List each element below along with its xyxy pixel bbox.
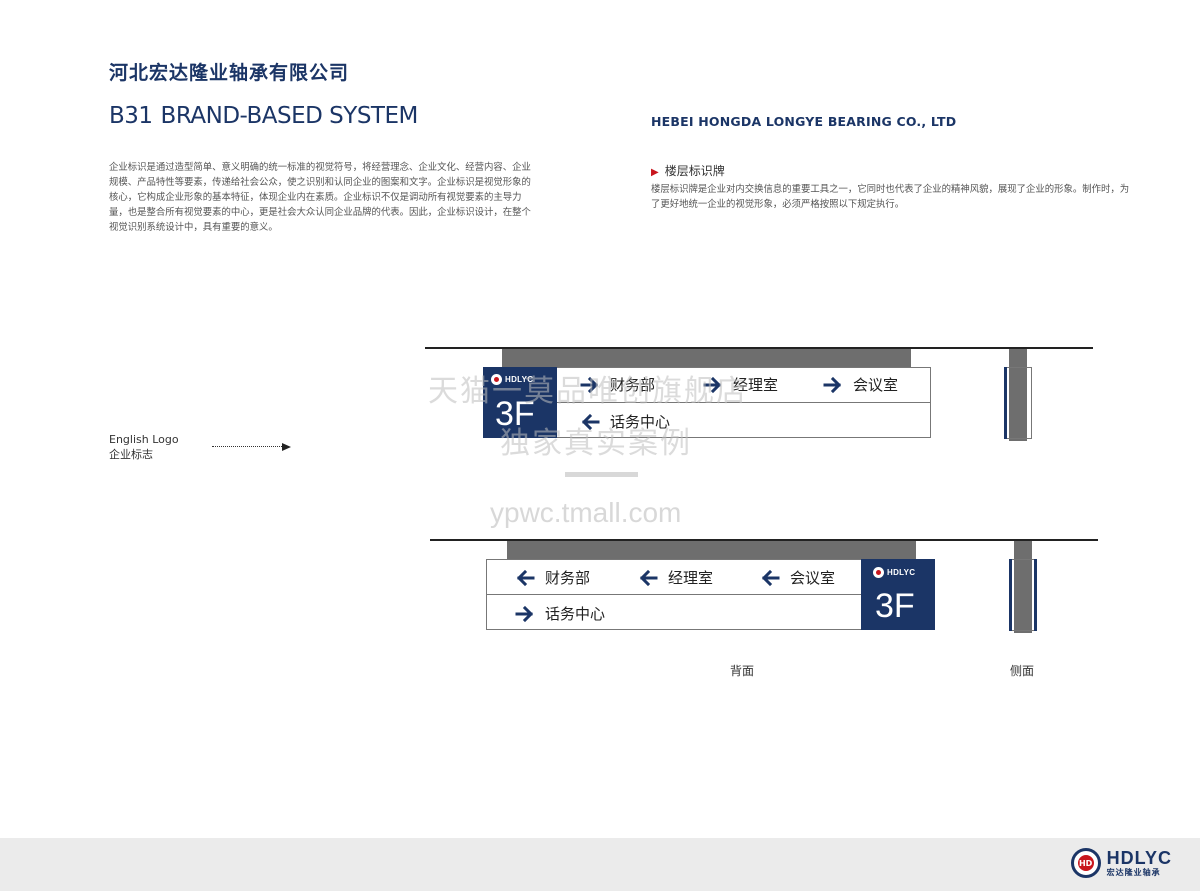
watermark-bar — [565, 472, 638, 477]
logo-mark-icon — [491, 374, 502, 385]
footer-logo-text: HDLYC 宏达隆业轴承 — [1107, 849, 1172, 878]
direction-label: 财务部 — [610, 376, 656, 394]
arrow-left-icon — [581, 413, 600, 430]
ceiling-line-front — [425, 347, 1093, 349]
company-name-cn: 河北宏达隆业轴承有限公司 — [109, 62, 350, 84]
ceiling-mount-front — [502, 349, 911, 367]
direction-label: 经理室 — [668, 569, 714, 587]
direction-item: 经理室 — [638, 567, 713, 588]
ceiling-mount-back — [507, 541, 916, 559]
footer-logo-cn: 宏达隆业轴承 — [1106, 867, 1161, 877]
mini-logo-text: HDLYC — [505, 375, 534, 384]
section-title-text: 楼层标识牌 — [664, 164, 725, 178]
watermark-line1: 天猫一莫品唯创旗舰店 — [428, 374, 748, 409]
arrow-left-icon — [761, 569, 780, 586]
arrow-right-icon — [823, 376, 842, 393]
direction-item: 经理室 — [703, 374, 778, 395]
side-mount-back — [1014, 541, 1032, 633]
floor-box-front: HDLYC 3F — [483, 367, 557, 438]
logo-label-en: English Logo — [109, 433, 179, 446]
section-description: 楼层标识牌是企业对内交换信息的重要工具之一，它同时也代表了企业的精神风貌，展现了… — [651, 184, 1130, 210]
logo-label: English Logo 企业标志 — [109, 432, 179, 462]
direction-label: 会议室 — [790, 569, 836, 587]
mini-logo-text: HDLYC — [887, 568, 916, 577]
footer-bar — [0, 838, 1200, 891]
system-name: BRAND-BASED SYSTEM — [160, 103, 419, 129]
arrow-left-icon — [516, 569, 535, 586]
system-code: B31 — [109, 103, 153, 129]
arrow-right-icon — [703, 376, 722, 393]
direction-label: 话务中心 — [610, 413, 671, 431]
triangle-bullet-icon: ▶ — [651, 167, 659, 178]
floor-number: 3F — [875, 587, 915, 625]
side-panel-outline — [1009, 559, 1037, 631]
direction-label: 话务中心 — [545, 605, 606, 623]
direction-item: 会议室 — [823, 374, 898, 395]
arrow-right-icon — [515, 605, 534, 622]
floor-box-back: HDLYC 3F — [861, 559, 935, 630]
watermark-url: ypwc.tmall.com — [490, 497, 682, 528]
system-title: B31 BRAND-BASED SYSTEM — [109, 103, 418, 129]
watermark-line2: 独家真实案例 — [500, 426, 692, 461]
caption-back: 背面 — [730, 664, 755, 678]
side-mount-front — [1009, 349, 1027, 441]
footer-logo: HD HDLYC 宏达隆业轴承 — [1070, 848, 1172, 878]
side-panel-outline — [1004, 367, 1032, 439]
side-panel-edge — [1009, 559, 1012, 631]
footer-logo-mark-text: HD — [1077, 855, 1094, 871]
direction-label: 财务部 — [545, 569, 591, 587]
logo-label-cn: 企业标志 — [109, 448, 153, 461]
direction-label: 会议室 — [853, 376, 899, 394]
direction-item: 话务中心 — [515, 603, 605, 624]
floor-number: 3F — [495, 395, 535, 433]
pointer-line — [212, 446, 284, 447]
sign-divider-back — [486, 594, 862, 595]
footer-logo-en: HDLYC — [1106, 847, 1172, 868]
arrow-right-icon — [580, 376, 599, 393]
logo-mark-icon — [873, 567, 884, 578]
direction-item: 会议室 — [760, 567, 835, 588]
pointer-arrow-icon — [282, 443, 291, 451]
company-name-en: HEBEI HONGDA LONGYE BEARING CO., LTD — [651, 114, 957, 129]
intro-paragraph: 企业标识是通过造型简单、意义明确的统一标准的视觉符号，将经营理念、企业文化、经营… — [109, 162, 531, 233]
caption-side: 侧面 — [1010, 664, 1035, 678]
direction-item: 财务部 — [580, 374, 655, 395]
direction-label: 经理室 — [733, 376, 779, 394]
mini-logo-back: HDLYC — [873, 567, 915, 578]
section-title: ▶ 楼层标识牌 — [651, 162, 725, 179]
arrow-left-icon — [639, 569, 658, 586]
footer-logo-mark-icon: HD — [1070, 848, 1101, 878]
sign-divider-front — [556, 402, 931, 403]
direction-item: 财务部 — [515, 567, 590, 588]
ceiling-line-back — [430, 539, 1098, 541]
mini-logo-front: HDLYC — [491, 374, 533, 385]
side-panel-edge — [1004, 367, 1007, 439]
side-panel-edge — [1034, 559, 1037, 631]
direction-item: 话务中心 — [580, 411, 670, 432]
